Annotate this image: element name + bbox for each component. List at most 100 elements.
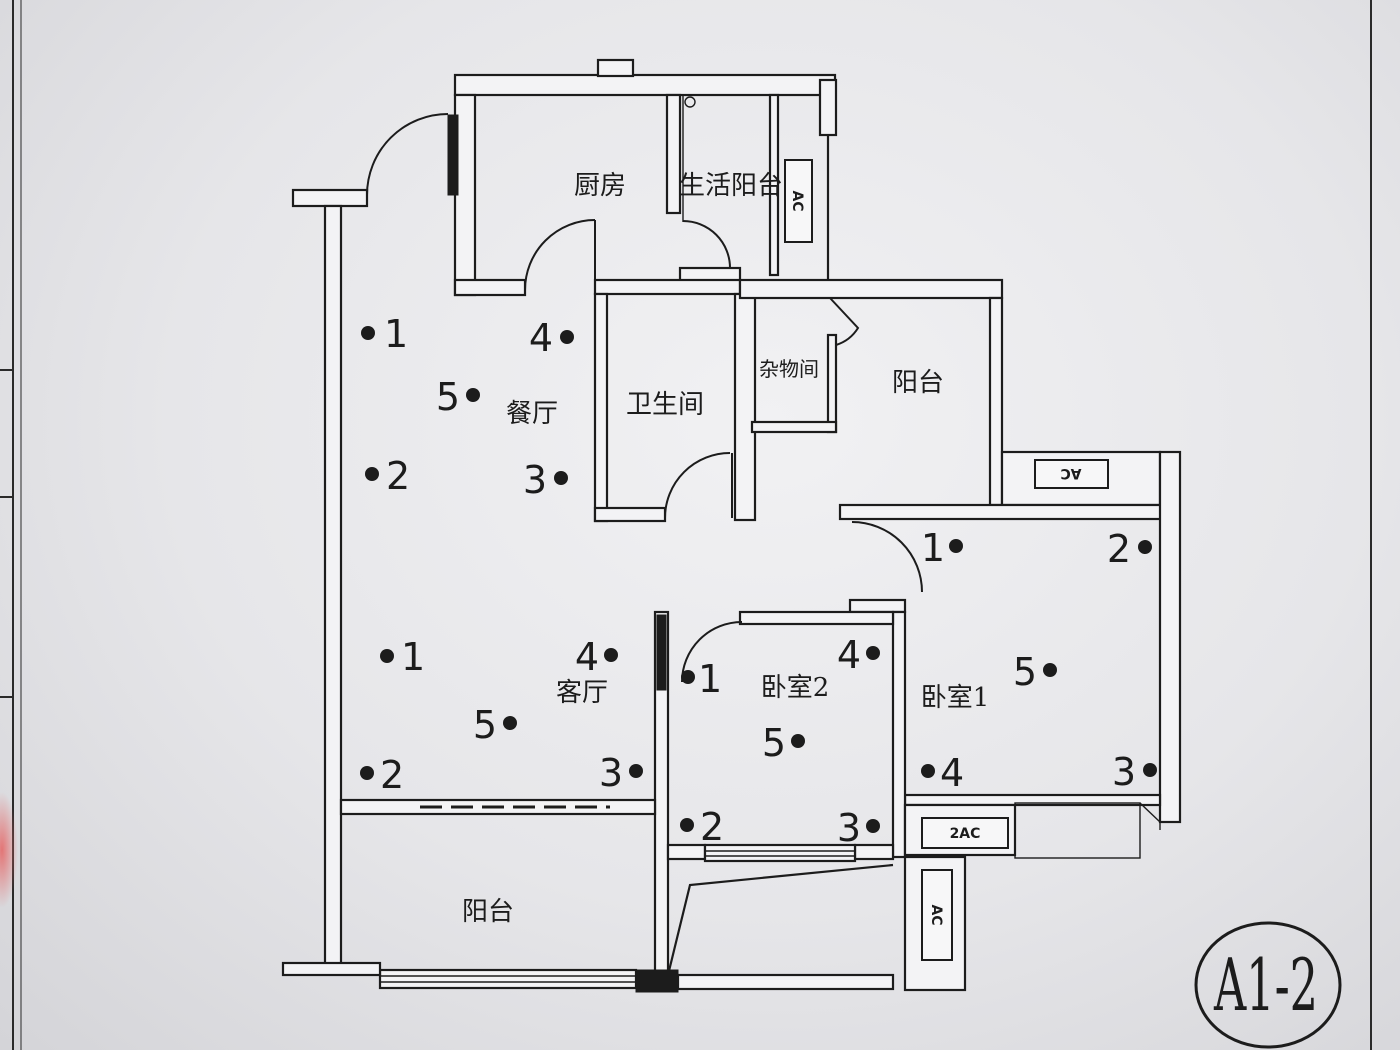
room-label-bathroom: 卫生间 — [626, 390, 704, 420]
wall-bedroom1-right — [1158, 450, 1182, 824]
ac-ledge — [1014, 802, 1141, 859]
ac-label-utility: AC — [789, 190, 805, 211]
point-label: 1 — [921, 526, 945, 570]
room-label-storage: 杂物间 — [759, 357, 819, 381]
window-south-balcony — [378, 968, 638, 990]
room-labels: 厨房 生活阳台 卫生间 杂物间 阳台 餐厅 客厅 卧室2 卧室1 阳台 — [462, 171, 989, 927]
point-label: 3 — [523, 458, 547, 502]
point-label: 4 — [837, 633, 861, 677]
wall-west — [323, 204, 343, 968]
ac-units: AC AC 2AC AC — [784, 159, 1109, 961]
ac-box-south — [921, 869, 953, 961]
wall-south-diagonal — [666, 863, 894, 976]
ac-ledge-edge — [1139, 802, 1161, 830]
wall-north-balcony-right — [988, 296, 1004, 507]
wall-south-column — [635, 969, 679, 993]
point-label: 5 — [436, 375, 460, 419]
room-label-bedroom2: 卧室2 — [761, 673, 830, 703]
wall-bathroom-right — [733, 292, 757, 522]
point-dot — [365, 467, 379, 481]
wall-bedroom-divider — [891, 610, 907, 859]
point-dot — [466, 388, 480, 402]
door-arc-bedroom2 — [681, 621, 743, 683]
door-arc-utility — [682, 220, 731, 269]
measure-points-living: 1 4 5 2 3 — [360, 635, 643, 797]
wall-bedroom1-door-side — [848, 598, 907, 614]
wall-storage-bottom — [750, 420, 838, 434]
plan-id-badge: A1-2 — [1194, 921, 1342, 1049]
wall-storage-right — [826, 333, 838, 434]
red-stamp-mark — [0, 792, 18, 908]
wall-kitchen-bottom — [453, 278, 527, 297]
entrance-door-leaf — [447, 114, 459, 196]
point-dot — [681, 670, 695, 684]
point-label: 1 — [401, 635, 425, 679]
point-label: 1 — [698, 657, 722, 701]
wall-bathroom-left — [593, 292, 609, 523]
point-label: 2 — [386, 454, 410, 498]
wall-bathroom-top — [593, 278, 742, 296]
door-arc-bedroom1 — [851, 521, 923, 593]
wall-entrance-cap — [291, 188, 369, 208]
room-label-bedroom1: 卧室1 — [921, 683, 990, 713]
room-label-balcony-north: 阳台 — [892, 368, 944, 398]
point-label: 4 — [529, 316, 553, 360]
point-dot — [554, 471, 568, 485]
wall-bathroom-bottom — [593, 506, 667, 523]
ac-box-east — [1034, 459, 1109, 489]
point-dot — [866, 646, 880, 660]
point-label: 4 — [575, 635, 599, 679]
wall-south-left-stub — [281, 961, 382, 977]
point-dot — [360, 766, 374, 780]
point-dot — [361, 326, 375, 340]
point-label: 4 — [940, 751, 964, 795]
wall-kitchen-divider — [665, 93, 682, 215]
point-label: 2 — [700, 805, 724, 849]
point-label: 3 — [837, 806, 861, 850]
door-arc-entrance — [366, 113, 449, 196]
point-label: 3 — [1112, 750, 1136, 794]
point-label: 2 — [380, 753, 404, 797]
point-dot — [680, 818, 694, 832]
ac-box-bedroom1 — [921, 817, 1009, 849]
point-label: 1 — [384, 312, 408, 356]
point-dot — [380, 649, 394, 663]
ac-box-utility — [784, 159, 813, 243]
point-dot — [604, 648, 618, 662]
measure-points-dining: 1 4 5 2 3 — [361, 312, 574, 502]
point-dot — [1043, 663, 1057, 677]
wall-bedroom2-top — [738, 610, 895, 626]
point-dot — [560, 330, 574, 344]
wall-top-bump — [596, 58, 635, 78]
wall-storage-top — [738, 278, 1004, 300]
point-label: 5 — [1013, 650, 1037, 694]
room-label-kitchen: 厨房 — [574, 171, 626, 201]
wall-south-right — [676, 973, 895, 991]
point-dot — [866, 819, 880, 833]
room-label-balcony-south: 阳台 — [462, 897, 514, 927]
point-dot — [1143, 763, 1157, 777]
wall-bedroom2-left-solid — [656, 614, 667, 691]
wall-utility-right — [768, 93, 780, 277]
point-dot — [791, 734, 805, 748]
point-label: 5 — [473, 703, 497, 747]
room-label-utility-balcony: 生活阳台 — [679, 171, 783, 201]
pipe-marker — [684, 96, 696, 108]
room-label-dining: 餐厅 — [506, 399, 558, 429]
ac-label-bedroom1: 2AC — [950, 826, 981, 842]
point-dot — [1138, 540, 1152, 554]
measure-points-bedroom1: 1 2 5 4 3 — [921, 526, 1157, 795]
door-arc-storage — [829, 297, 860, 346]
plan-id-text: A1-2 — [1213, 944, 1318, 1028]
door-arc-bathroom — [664, 452, 731, 519]
point-label: 3 — [599, 751, 623, 795]
doors — [366, 113, 923, 683]
point-dot — [503, 716, 517, 730]
point-dot — [949, 539, 963, 553]
point-dot — [921, 764, 935, 778]
window-bedroom2 — [703, 843, 857, 863]
room-label-living: 客厅 — [556, 678, 608, 708]
ac-label-south: AC — [928, 904, 944, 925]
point-label: 2 — [1107, 527, 1131, 571]
